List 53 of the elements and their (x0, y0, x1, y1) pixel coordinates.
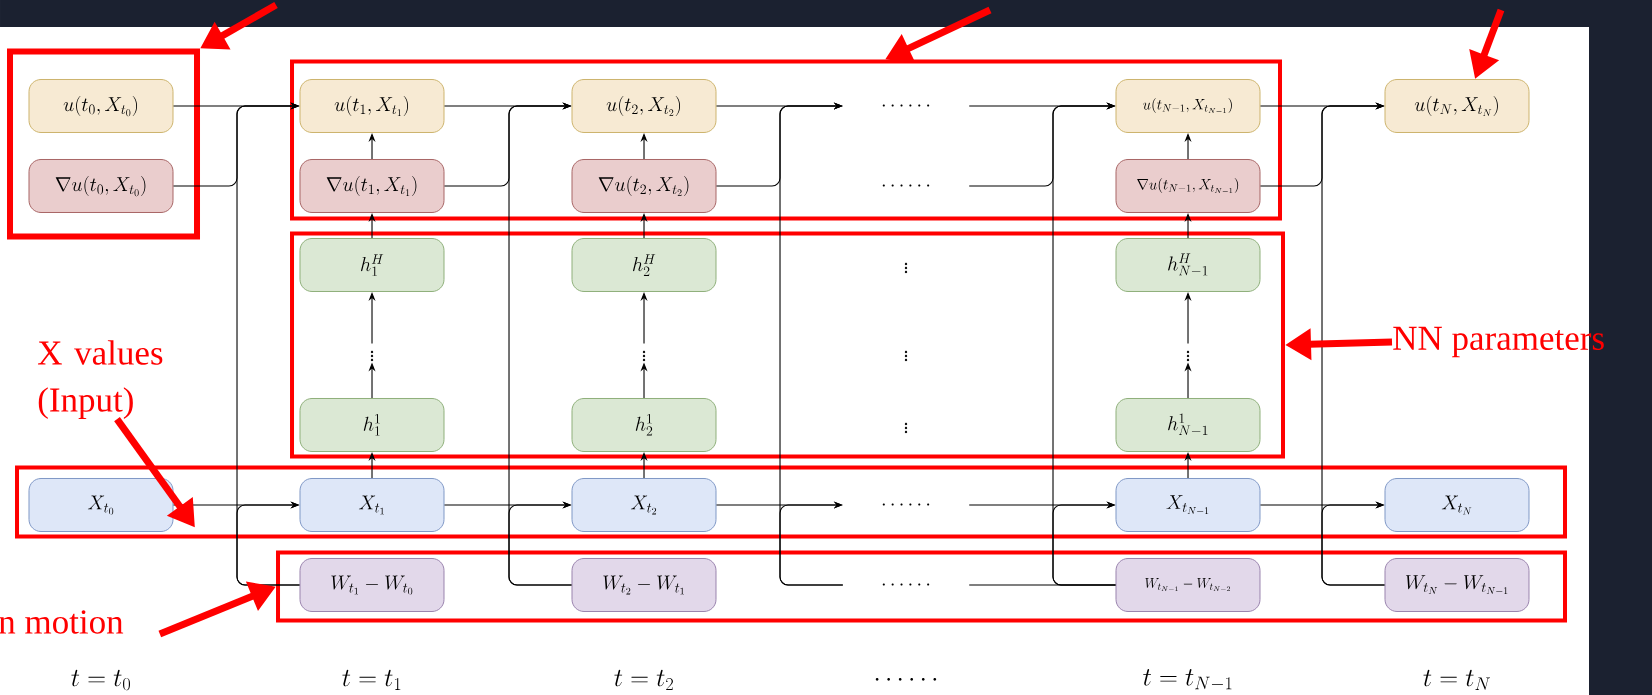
arrow (236, 501, 301, 586)
ellipsis: $\vdots$ (904, 262, 908, 274)
time-label: $t = t_0$ (71, 669, 130, 691)
time-label: $t = t_{N-1}$ (1143, 669, 1232, 690)
time-label: $t = t_N$ (1423, 669, 1491, 690)
connector-line (968, 584, 1117, 586)
gradient-box: $\nabla u(t_2, X_{t_2})$ (571, 159, 717, 213)
highlight-frame (276, 550, 1567, 623)
highlight-frame (290, 59, 1282, 221)
ellipsis: $\vdots$ (904, 422, 908, 434)
increment-box: $W_{t_N} - W_{t_{N-1}}$ (1384, 558, 1530, 612)
time-label: $t = t_2$ (614, 669, 673, 690)
state-box: $X_{t_1}$ (299, 478, 445, 532)
ellipsis: $\vdots$ (642, 350, 646, 362)
state-box: $X_{t_N}$ (1384, 478, 1530, 532)
value-box: $u(t_1, X_{t_1})$ (299, 79, 445, 133)
gradient-box: $\nabla u(t_1, X_{t_1})$ (299, 159, 445, 213)
increment-box: $W_{t_2} - W_{t_1}$ (571, 558, 717, 612)
time-label: $\cdots \cdots$ (875, 677, 937, 681)
hidden-layer-box: $h_{N-1}^1$ (1115, 398, 1261, 452)
value-box: $u(t_2, X_{t_2})$ (571, 79, 717, 133)
gradient-box: $\nabla u(t_0, X_{t_0})$ (28, 159, 174, 213)
value-box: $u(t_N, X_{t_N})$ (1384, 79, 1530, 133)
ellipsis: $\vdots$ (1186, 350, 1190, 362)
state-box: $X_{t_{N-1}}$ (1115, 478, 1261, 532)
ellipsis: $\vdots$ (904, 350, 908, 362)
arrow (508, 501, 573, 586)
annotation-text: X values (Input) (38, 340, 163, 419)
ellipsis: $\vdots$ (370, 350, 374, 362)
highlight-frame (15, 465, 1567, 539)
highlight-frame (290, 231, 1285, 459)
arrow (779, 501, 844, 586)
increment-box: $W_{t_1} - W_{t_0}$ (299, 558, 445, 612)
increment-box: $W_{t_{N-1}} - W_{t_{N-2}}$ (1115, 558, 1261, 612)
ellipsis: $\cdots \cdots$ (882, 184, 930, 187)
hidden-layer-box: $h_2^H$ (571, 238, 717, 292)
value-box: $u(t_{N-1}, X_{t_{N-1}})$ (1115, 79, 1261, 133)
state-box: $X_{t_0}$ (28, 478, 174, 532)
annotation-text: n motion (0, 610, 124, 634)
arrow (1321, 501, 1386, 586)
ellipsis: $\cdots \cdots$ (882, 503, 930, 506)
time-label: $t = t_1$ (342, 669, 401, 690)
ellipsis: $\cdots \cdots$ (882, 583, 930, 586)
gradient-box: $\nabla u(t_{N-1}, X_{t_{N-1}})$ (1115, 159, 1261, 213)
hidden-layer-box: $h_{N-1}^H$ (1115, 238, 1261, 292)
hidden-layer-box: $h_1^1$ (299, 398, 445, 452)
arrow (1052, 501, 1117, 586)
ellipsis: $\cdots \cdots$ (882, 104, 930, 107)
hidden-layer-box: $h_1^H$ (299, 238, 445, 292)
value-box: $u(t_0, X_{t_0})$ (28, 79, 174, 133)
state-box: $X_{t_2}$ (571, 478, 717, 532)
hidden-layer-box: $h_2^1$ (571, 398, 717, 452)
highlight-frame (7, 48, 200, 240)
